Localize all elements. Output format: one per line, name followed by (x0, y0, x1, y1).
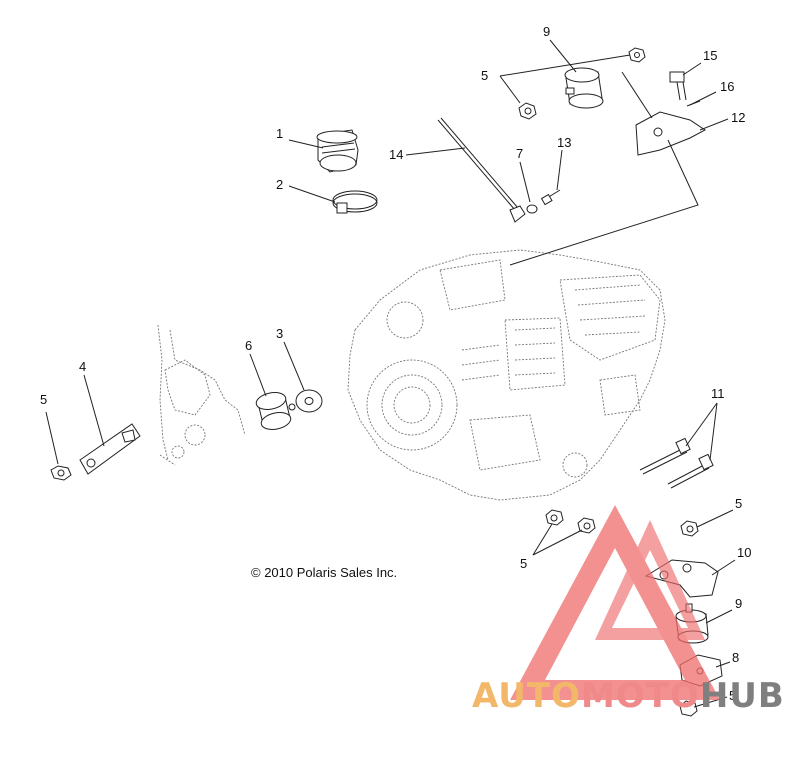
copyright-notice: © 2010 Polaris Sales Inc. (251, 565, 398, 580)
engine-bracket-part (79, 423, 141, 475)
callout-14: 14 (389, 147, 403, 162)
callout-8: 8 (732, 650, 739, 665)
bolt-part-13 (540, 189, 561, 206)
callout-5-bottom: 5 (729, 688, 736, 703)
callout-7: 7 (516, 146, 523, 161)
nut-part-left (50, 465, 72, 481)
watermark-auto: AUTO (472, 676, 581, 716)
isolator-mount-part (255, 392, 296, 430)
callout-16: 16 (720, 79, 734, 94)
frame-section (157, 324, 246, 466)
nut-part-bottom (679, 700, 698, 717)
bracket-part-12 (635, 111, 706, 156)
washer-part (295, 389, 323, 413)
callout-5-right: 5 (735, 496, 742, 511)
rod-part (437, 117, 526, 223)
callout-1: 1 (276, 126, 283, 141)
callout-12: 12 (731, 110, 745, 125)
callout-15: 15 (703, 48, 717, 63)
bolt-part-15 (669, 71, 687, 101)
callout-13: 13 (557, 135, 571, 150)
callout-5-left: 5 (40, 392, 47, 407)
watermark-text: AUTOMOTOHUB (472, 676, 785, 716)
callout-5-top: 5 (481, 68, 488, 83)
long-bolts-part-11 (639, 437, 714, 489)
nut-part-middle (545, 509, 699, 537)
callout-9-bottom: 9 (735, 596, 742, 611)
isolator-part-top (564, 67, 604, 109)
callout-11: 11 (711, 386, 725, 401)
callout-6: 6 (245, 338, 252, 353)
hose-clamp-part (332, 190, 378, 214)
nut-part-top (518, 47, 646, 120)
leader-lines (45, 39, 736, 708)
callout-2: 2 (276, 177, 283, 192)
callout-5-middle: 5 (520, 556, 527, 571)
callout-4: 4 (79, 359, 86, 374)
small-washer-part (526, 204, 538, 214)
callout-9-top: 9 (543, 24, 550, 39)
callout-3: 3 (276, 326, 283, 341)
engine-assembly (347, 249, 666, 501)
watermark-hub: HUB (699, 676, 785, 716)
intake-boot-part (316, 129, 359, 173)
watermark-logo (510, 505, 720, 700)
callout-10: 10 (737, 545, 751, 560)
watermark-moto: MOTO (580, 676, 700, 716)
